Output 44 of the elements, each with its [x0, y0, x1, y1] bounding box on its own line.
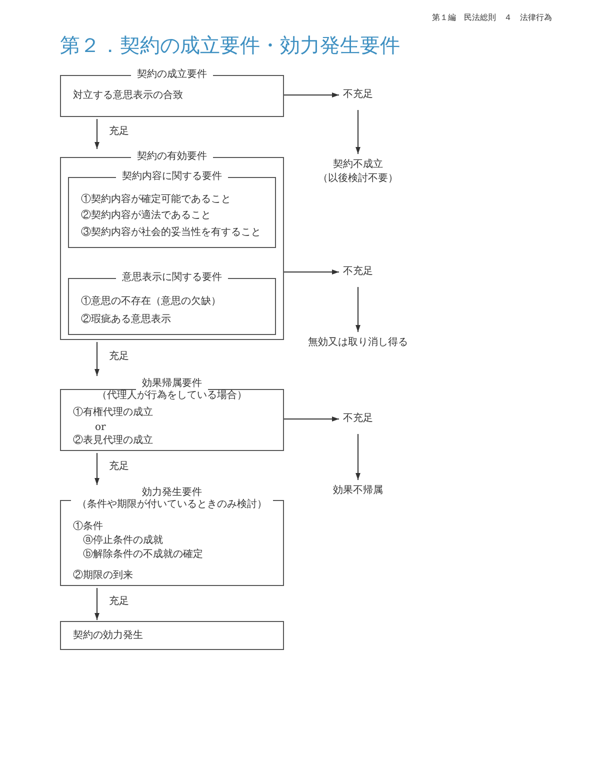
arrow: [284, 270, 340, 274]
requirement-text: ②瑕疵ある意思表示: [81, 314, 171, 326]
requirement-text: ①有権代理の成立: [73, 407, 153, 419]
edge-label: 充足: [109, 461, 129, 473]
running-header: 第１編 民法総則 ４ 法律行為: [432, 12, 552, 23]
arrow: [356, 286, 360, 332]
outcome-text: （以後検討不要）: [317, 172, 399, 186]
requirement-text: ②期限の到来: [73, 570, 133, 582]
requirement-box: [60, 621, 284, 650]
outcome-text: 契約不成立: [332, 158, 384, 172]
arrow: [284, 92, 340, 98]
requirement-text: ②表見代理の成立: [73, 435, 153, 447]
edge-label: 充足: [109, 596, 129, 608]
requirement-text: or: [95, 422, 106, 434]
edge-label: 充足: [109, 126, 129, 138]
requirement-text: 対立する意思表示の合致: [73, 90, 183, 102]
requirement-text: 契約の効力発生: [73, 630, 143, 642]
box-heading: （条件や期限が付いているときのみ検討）: [71, 499, 273, 511]
outcome-text: 効果不帰属: [332, 484, 384, 498]
requirement-text: ⓐ停止条件の成就: [83, 535, 163, 547]
arrow: [94, 342, 100, 376]
requirement-text: ①意思の不存在（意思の欠缺）: [81, 296, 221, 308]
requirement-text: ①契約内容が確定可能であること: [81, 194, 231, 206]
outcome-text: 不充足: [342, 265, 374, 279]
requirement-text: ③契約内容が社会的妥当性を有すること: [81, 227, 261, 239]
requirement-text: ①条件: [73, 521, 103, 533]
arrow: [94, 588, 100, 620]
page-title: 第２．契約の成立要件・効力発生要件: [60, 32, 400, 59]
requirement-text: ⓑ解除条件の不成就の確定: [83, 549, 203, 561]
box-heading: 効果帰属要件: [136, 378, 208, 390]
arrow: [94, 118, 100, 150]
outcome-text: 不充足: [342, 412, 374, 426]
box-heading: 意思表示に関する要件: [116, 272, 228, 284]
box-heading: 契約の成立要件: [131, 69, 213, 81]
box-heading: 契約の有効要件: [131, 151, 213, 163]
edge-label: 充足: [109, 351, 129, 363]
arrow: [356, 434, 360, 480]
arrow: [94, 452, 100, 486]
outcome-text: 不充足: [342, 88, 374, 102]
arrow: [356, 110, 360, 154]
box-heading: 契約内容に関する要件: [116, 171, 228, 183]
arrow: [284, 416, 340, 422]
requirement-text: ②契約内容が適法であること: [81, 210, 211, 222]
outcome-text: 無効又は取り消し得る: [305, 336, 411, 350]
